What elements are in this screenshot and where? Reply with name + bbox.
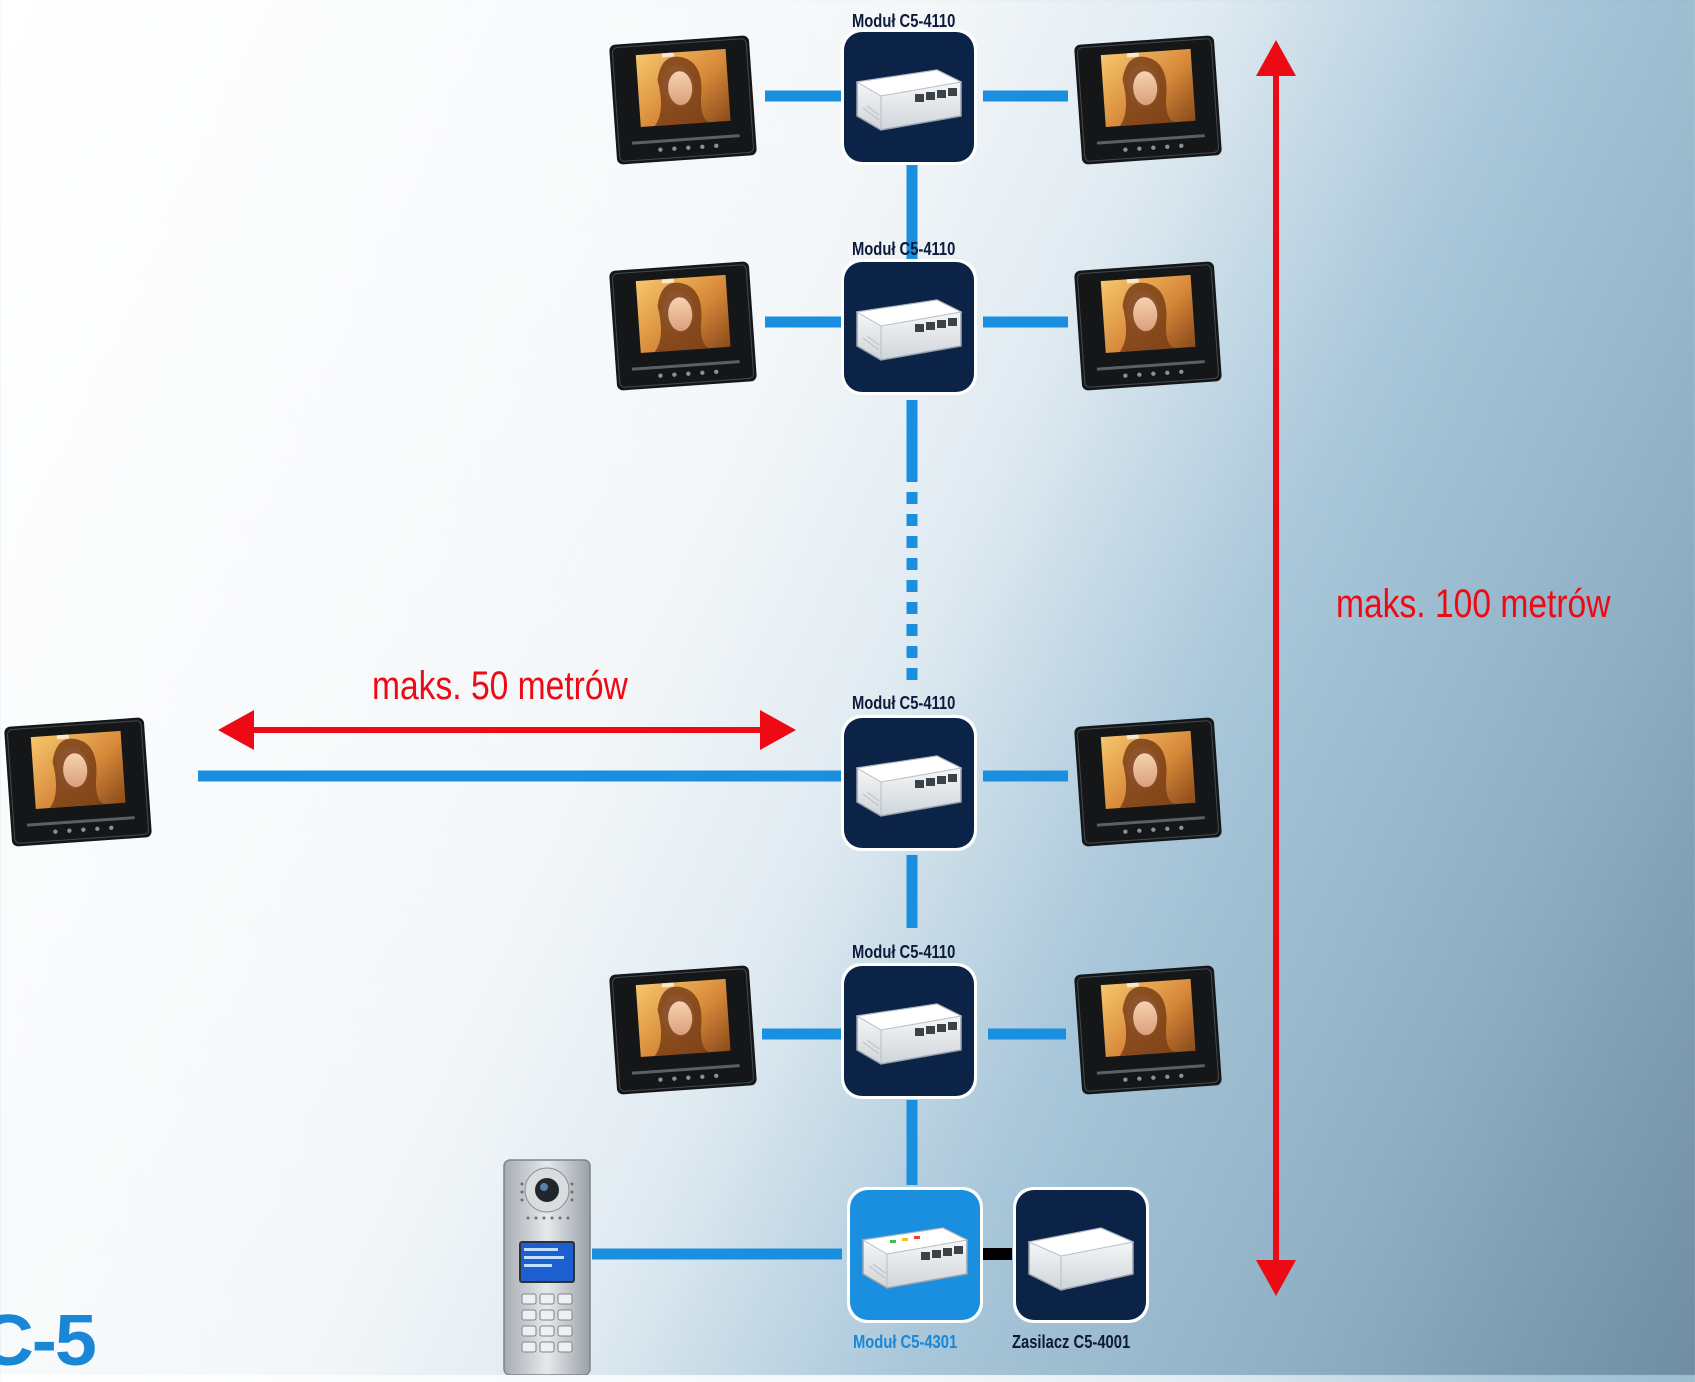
distance-vertical-label: maks. 100 metrów — [1336, 582, 1611, 626]
master-module-label: Moduł C5-4301 — [853, 1332, 958, 1352]
door-station — [503, 1159, 591, 1375]
module-label-2: Moduł C5-4110 — [852, 239, 956, 259]
measure-horizontal — [218, 710, 796, 750]
keypad-icon — [521, 1293, 573, 1353]
monitor-2-right — [1073, 260, 1223, 392]
monitor-3-left — [3, 716, 153, 848]
monitor-2-left — [608, 260, 758, 392]
monitor-4-right — [1073, 964, 1223, 1096]
power-supply-label: Zasilacz C5-4001 — [1012, 1332, 1131, 1352]
master-module-tile — [847, 1187, 983, 1323]
module-tile-1 — [841, 29, 977, 165]
module-label-3: Moduł C5-4110 — [852, 693, 956, 713]
display-icon — [519, 1241, 575, 1283]
module-tile-2 — [841, 259, 977, 395]
cables — [198, 90, 1068, 1260]
module-tile-4 — [841, 963, 977, 1099]
module-label-1: Moduł C5-4110 — [852, 11, 956, 31]
monitor-3-right — [1073, 716, 1223, 848]
monitor-4-left — [608, 964, 758, 1096]
power-supply-tile — [1013, 1187, 1149, 1323]
monitors — [3, 34, 1223, 1096]
arrowhead-up-icon — [1256, 40, 1296, 76]
distance-horizontal-label: maks. 50 metrów — [372, 664, 628, 708]
brand-logo: C-5 — [0, 1301, 97, 1381]
measure-vertical — [1256, 40, 1296, 1296]
module-label-4: Moduł C5-4110 — [852, 942, 956, 962]
arrowhead-down-icon — [1256, 1260, 1296, 1296]
monitor-1-left — [608, 34, 758, 166]
monitor-1-right — [1073, 34, 1223, 166]
arrowhead-left-icon — [218, 710, 254, 750]
arrowhead-right-icon — [760, 710, 796, 750]
module-tile-3 — [841, 715, 977, 851]
